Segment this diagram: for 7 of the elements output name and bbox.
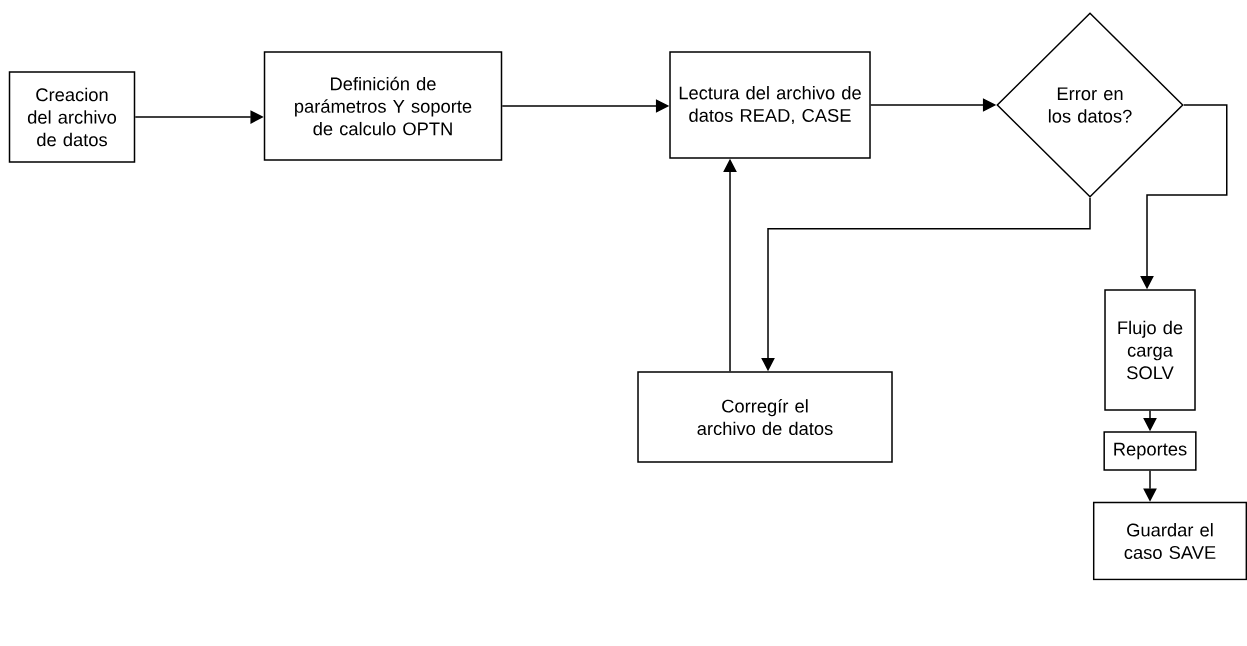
process-box: Reportes: [1103, 431, 1197, 471]
process-box: Creacion del archivo de datos: [8, 71, 136, 163]
process-box: Flujo de carga SOLV: [1104, 289, 1196, 411]
process-box: Lectura del archivo de datos READ, CASE: [669, 51, 871, 159]
process-box: Corregír el archivo de datos: [637, 371, 893, 463]
process-box: Guardar el caso SAVE: [1092, 501, 1247, 581]
process-box: Definición de parámetros Y soporte de calculo OPTN: [263, 51, 503, 161]
